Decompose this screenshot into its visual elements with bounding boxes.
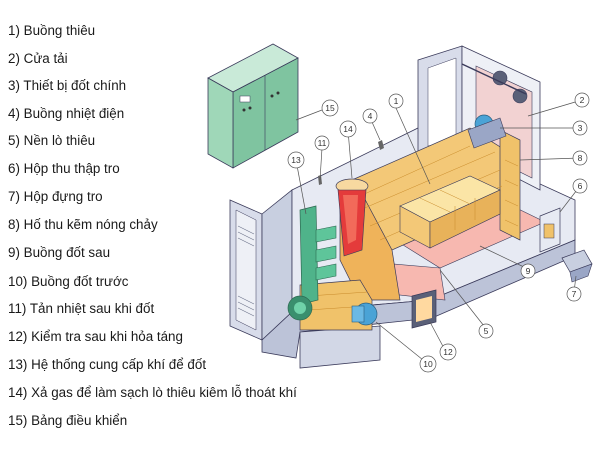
callout-11: 11	[314, 135, 330, 151]
ash-bin	[561, 249, 593, 283]
callout-leaders	[295, 99, 583, 365]
svg-text:8: 8	[578, 153, 583, 163]
legend-item-11: 11) Tản nhiệt sau khi đốt	[8, 301, 155, 316]
exhaust-chamber	[335, 178, 369, 257]
main-burner	[461, 63, 528, 149]
svg-text:1: 1	[394, 96, 399, 106]
legend-item-1: 1) Buồng thiêu	[8, 23, 96, 38]
legend-item-3: 3) Thiết bị đốt chính	[8, 78, 127, 93]
callout-15: 15	[321, 99, 339, 117]
legend-item-8: 8) Hố thu kẽm nóng chảy	[8, 217, 158, 232]
callout-10: 10	[419, 355, 437, 373]
control-cabinet	[207, 43, 299, 169]
callout-7: 7	[566, 286, 582, 302]
left-door	[229, 199, 263, 341]
svg-text:10: 10	[423, 359, 433, 369]
legend-item-10: 10) Buồng đốt trước	[8, 274, 129, 289]
callout-14: 14	[339, 120, 357, 138]
ash-collection-box	[539, 207, 561, 253]
callout-6: 6	[572, 178, 588, 194]
callout-8: 8	[572, 150, 588, 166]
legend-item-15: 15) Bảng điều khiển	[8, 413, 128, 428]
legend-item-9: 9) Buồng đốt sau	[8, 245, 111, 260]
callout-5: 5	[478, 323, 494, 339]
svg-text:7: 7	[572, 289, 577, 299]
callout-9: 9	[520, 263, 536, 279]
legend-item-14: 14) Xả gas để làm sạch lò thiêu kiêm lỗ …	[8, 385, 297, 400]
svg-text:3: 3	[578, 123, 583, 133]
svg-text:5: 5	[484, 326, 489, 336]
legend-item-13: 13) Hệ thống cung cấp khí để đốt	[8, 357, 207, 372]
svg-text:14: 14	[343, 124, 353, 134]
inspection-window	[411, 289, 437, 329]
callout-4: 4	[362, 108, 378, 124]
air-supply-system	[287, 205, 337, 321]
svg-text:13: 13	[291, 155, 301, 165]
pre-combustion-burner	[351, 302, 378, 326]
callout-13: 13	[287, 151, 305, 169]
svg-text:9: 9	[526, 266, 531, 276]
svg-text:4: 4	[368, 111, 373, 121]
legend-item-7: 7) Hộp đựng tro	[8, 189, 103, 204]
legend-item-12: 12) Kiểm tra sau khi hỏa táng	[8, 329, 183, 344]
svg-text:12: 12	[443, 347, 453, 357]
legend: 1) Buồng thiêu 2) Cửa tải 3) Thiết bị đố…	[8, 23, 297, 428]
svg-text:11: 11	[318, 138, 327, 148]
svg-text:15: 15	[325, 103, 335, 113]
callout-12: 12	[439, 343, 457, 361]
callouts: 1 2 3 4 5 6 7 8 9 10 11 12 13 14 15	[287, 92, 590, 373]
legend-item-2: 2) Cửa tải	[8, 51, 68, 66]
legend-item-4: 4) Buồng nhiệt điện	[8, 106, 125, 121]
callout-1: 1	[388, 93, 404, 109]
legend-item-6: 6) Hộp thu thập tro	[8, 161, 120, 176]
svg-text:2: 2	[580, 95, 585, 105]
callout-3: 3	[572, 120, 588, 136]
legend-item-5: 5) Nền lò thiêu	[8, 133, 96, 148]
callout-2: 2	[574, 92, 590, 108]
svg-text:6: 6	[578, 181, 583, 191]
